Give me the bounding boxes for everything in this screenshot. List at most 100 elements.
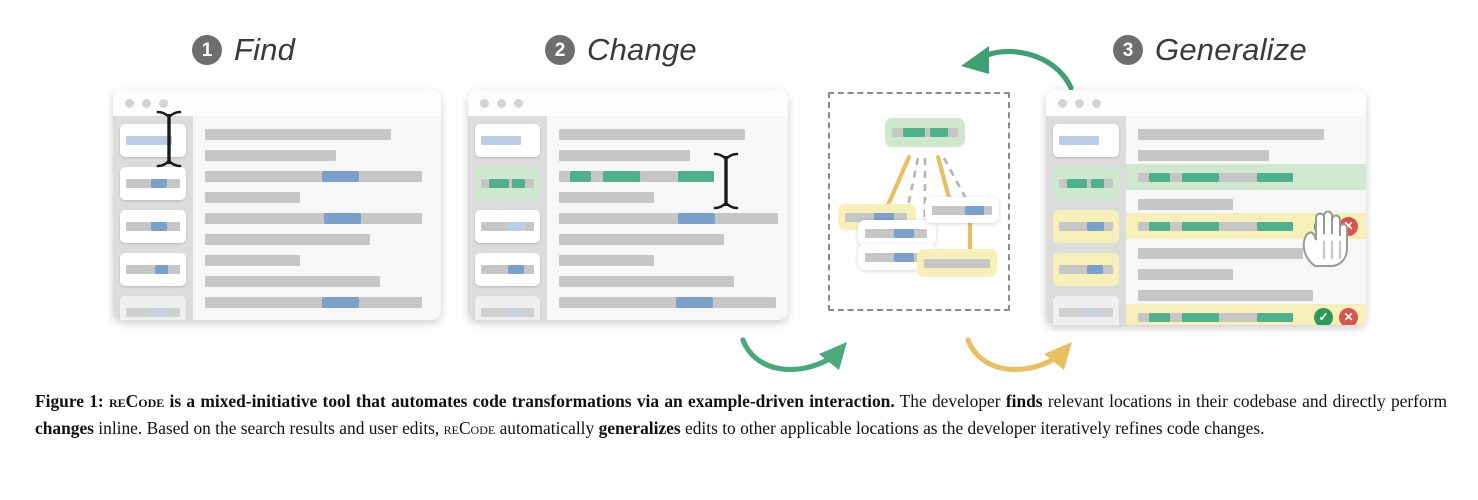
code-line [559, 150, 778, 161]
caption-bold-1: is a mixed-initiative tool that automate… [164, 391, 895, 411]
code-line [205, 150, 431, 161]
code-line-suggested[interactable]: ✓ ✕ [1126, 304, 1366, 325]
caption-text-4: automatically [495, 417, 599, 438]
code-line [205, 192, 431, 203]
close-dot-icon[interactable] [1058, 98, 1067, 108]
search-result-card-partial[interactable] [120, 296, 186, 320]
minimize-dot-icon[interactable] [142, 98, 151, 108]
caption-bold-3: changes [35, 417, 94, 438]
generalize-sidebar [1046, 116, 1126, 325]
change-window-body [468, 116, 788, 320]
caption-tool-name: reCode [109, 391, 165, 411]
code-line [205, 129, 431, 140]
caption-text-2: relevant locations in their codebase and… [1042, 391, 1447, 411]
text-ibeam-cursor [713, 152, 739, 210]
caption-text-1: The developer [894, 391, 1006, 411]
generalize-window-titlebar [1046, 90, 1366, 116]
hand-pointer-cursor [1302, 210, 1348, 267]
close-dot-icon[interactable] [480, 98, 489, 108]
code-line-with-match [559, 297, 778, 308]
search-result-card[interactable] [120, 210, 186, 243]
code-line-with-match [205, 171, 431, 182]
search-input[interactable] [1053, 124, 1119, 157]
maximize-dot-icon[interactable] [159, 98, 168, 108]
find-window-titlebar [113, 90, 441, 116]
maximize-dot-icon[interactable] [1092, 98, 1101, 108]
code-line-with-match [205, 213, 431, 224]
generalize-window: ✓ ✕ ✓ ✕ [1046, 90, 1366, 325]
graph-candidate-node[interactable] [858, 220, 936, 246]
search-result-card-partial[interactable] [1053, 296, 1119, 325]
code-line [1138, 269, 1233, 280]
code-line-with-match [205, 297, 431, 308]
figure-caption: Figure 1: reCode is a mixed-initiative t… [35, 388, 1447, 441]
maximize-dot-icon[interactable] [514, 98, 523, 108]
code-line [559, 255, 778, 266]
search-result-card-partial[interactable] [475, 296, 540, 320]
edge-matched [882, 154, 912, 215]
code-line [1138, 248, 1303, 259]
close-dot-icon[interactable] [125, 98, 134, 108]
code-line [1138, 150, 1269, 161]
search-input[interactable] [475, 124, 540, 157]
search-result-card-edited[interactable] [1053, 167, 1119, 200]
search-result-card[interactable] [120, 253, 186, 286]
code-line [559, 129, 778, 140]
graph-candidate-node[interactable] [925, 197, 999, 223]
change-sidebar [468, 116, 547, 320]
step-title-change: Change [587, 32, 697, 67]
code-line [559, 234, 778, 245]
text-ibeam-cursor [156, 110, 182, 168]
code-line-with-match [559, 213, 778, 224]
generalization-graph [828, 92, 1010, 311]
code-line [559, 192, 778, 203]
caption-text-3: inline. Based on the search results and … [93, 417, 444, 438]
search-result-card[interactable] [475, 253, 540, 286]
caption-text-5: edits to other applicable locations as t… [680, 417, 1265, 438]
change-to-graph-arrow [740, 337, 847, 373]
code-line-applied [1126, 164, 1366, 190]
step-header-change: 2 Change [545, 32, 697, 68]
edge-unmatched [904, 157, 920, 217]
change-code-area [547, 116, 788, 320]
step-badge-2: 2 [545, 35, 575, 65]
search-result-card-edited[interactable] [475, 167, 540, 200]
minimize-dot-icon[interactable] [497, 98, 506, 108]
step-title-find: Find [234, 32, 296, 67]
minimize-dot-icon[interactable] [1075, 98, 1084, 108]
search-input[interactable] [120, 124, 186, 157]
accept-suggestion-button[interactable]: ✓ [1314, 307, 1333, 325]
step-header-generalize: 3 Generalize [1113, 32, 1307, 68]
code-line [205, 234, 431, 245]
caption-bold-4: generalizes [598, 417, 681, 438]
graph-candidate-node[interactable] [917, 249, 997, 277]
caption-tool-name-2: reCode [443, 417, 496, 438]
step-badge-3: 3 [1113, 35, 1143, 65]
code-line [1138, 290, 1313, 301]
find-sidebar [113, 116, 193, 320]
code-line [205, 276, 431, 287]
caption-prefix: Figure 1: [35, 391, 109, 411]
find-window-body [113, 116, 441, 320]
step-title-generalize: Generalize [1155, 32, 1307, 67]
search-result-card[interactable] [475, 210, 540, 243]
graph-to-top-arrow [961, 46, 1074, 91]
search-result-card-suggested[interactable] [1053, 253, 1119, 286]
change-window [468, 90, 788, 320]
code-line [1138, 129, 1324, 140]
code-line [205, 255, 431, 266]
code-line [559, 276, 778, 287]
search-result-card[interactable] [120, 167, 186, 200]
find-window [113, 90, 441, 320]
graph-source-node[interactable] [885, 118, 965, 147]
reject-suggestion-button[interactable]: ✕ [1339, 307, 1358, 325]
code-line [1138, 199, 1233, 210]
find-code-area [193, 116, 441, 320]
search-result-card-suggested[interactable] [1053, 210, 1119, 243]
graph-to-generalize-arrow [965, 337, 1072, 373]
change-window-titlebar [468, 90, 788, 116]
step-badge-1: 1 [192, 35, 222, 65]
code-line-edited[interactable] [559, 171, 778, 182]
caption-bold-2: finds [1005, 391, 1043, 411]
